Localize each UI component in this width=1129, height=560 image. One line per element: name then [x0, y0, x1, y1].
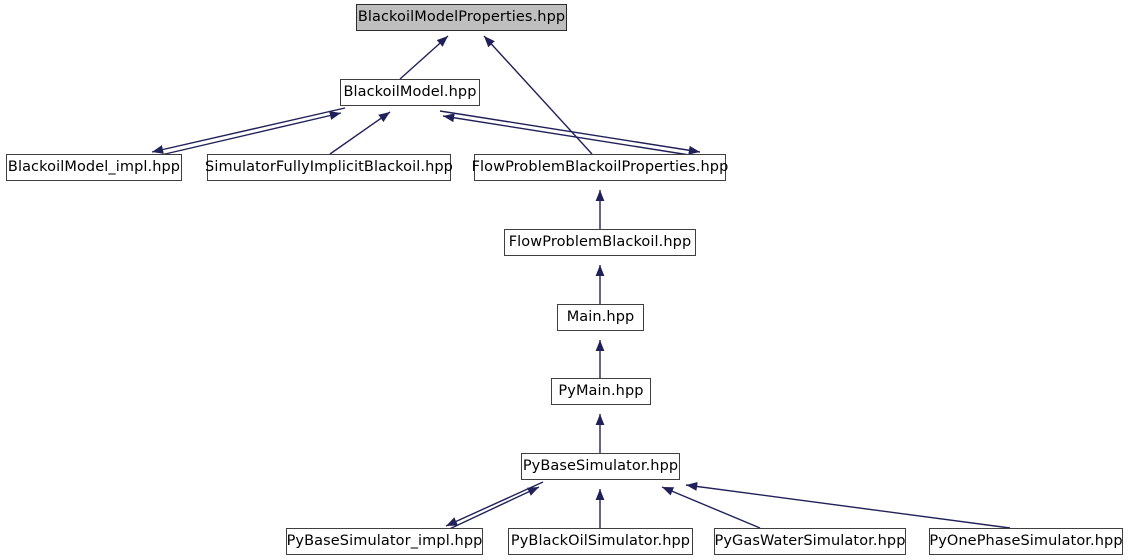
node-label-main: Main.hpp	[566, 309, 635, 326]
node-label-blackoilModelImpl: BlackoilModel_impl.hpp	[7, 159, 181, 176]
node-label-simulatorFully: SimulatorFullyImplicitBlackoil.hpp	[205, 159, 453, 176]
node-label-pyBaseSimulatorImpl: PyBaseSimulator_impl.hpp	[286, 533, 483, 550]
node-label-flowProblemProps: FlowProblemBlackoilProperties.hpp	[471, 159, 729, 176]
node-label-pyOnePhaseSimulator: PyOnePhaseSimulator.hpp	[929, 533, 1123, 550]
node-blackoilModelProperties[interactable]: BlackoilModelProperties.hpp	[356, 4, 567, 31]
node-pyBaseSimulatorImpl[interactable]: PyBaseSimulator_impl.hpp	[286, 528, 483, 555]
node-label-pyMain: PyMain.hpp	[558, 383, 644, 400]
node-label-pyBaseSimulator: PyBaseSimulator.hpp	[522, 458, 679, 475]
edge-blackoilmodel-to-properties	[399, 35, 449, 80]
edge-flowproblemprops-to-blackoilmodel	[442, 113, 703, 158]
node-simulatorFully[interactable]: SimulatorFullyImplicitBlackoil.hpp	[205, 154, 453, 181]
node-label-blackoilModel: BlackoilModel.hpp	[343, 84, 477, 101]
node-blackoilModel[interactable]: BlackoilModel.hpp	[340, 79, 480, 106]
edge-blackoilmodel-to-flowproblemprops	[439, 110, 701, 155]
edge-simulatorfully-to-blackoilmodel	[329, 111, 391, 155]
edge-pyonephase-to-pybasesimulator	[685, 482, 1011, 529]
node-pyMain[interactable]: PyMain.hpp	[551, 378, 651, 405]
node-label-pyGasWaterSimulator: PyGasWaterSimulator.hpp	[714, 533, 906, 550]
node-flowProblemProps[interactable]: FlowProblemBlackoilProperties.hpp	[472, 154, 728, 181]
node-label-pyBlackOilSimulator: PyBlackOilSimulator.hpp	[510, 533, 691, 550]
edge-pybasesimulator-to-impl	[445, 481, 544, 527]
edge-pygaswater-to-pybasesimulator	[661, 486, 761, 529]
node-label-flowProblemBlackoil: FlowProblemBlackoil.hpp	[508, 234, 692, 251]
edge-flowproblemprops-to-properties	[483, 35, 593, 155]
node-pyBaseSimulator[interactable]: PyBaseSimulator.hpp	[521, 453, 680, 480]
node-label-blackoilModelProperties: BlackoilModelProperties.hpp	[357, 9, 566, 26]
node-blackoilModelImpl[interactable]: BlackoilModel_impl.hpp	[6, 154, 182, 181]
node-pyGasWaterSimulator[interactable]: PyGasWaterSimulator.hpp	[714, 528, 906, 555]
edge-blackoilmodel-to-impl	[151, 107, 346, 154]
node-main[interactable]: Main.hpp	[557, 304, 644, 331]
edge-impl-to-blackoilmodel	[147, 111, 342, 159]
edge-impl-to-pybasesimulator	[442, 486, 540, 533]
node-flowProblemBlackoil[interactable]: FlowProblemBlackoil.hpp	[504, 229, 696, 256]
node-pyOnePhaseSimulator[interactable]: PyOnePhaseSimulator.hpp	[929, 528, 1123, 555]
node-pyBlackOilSimulator[interactable]: PyBlackOilSimulator.hpp	[508, 528, 693, 555]
